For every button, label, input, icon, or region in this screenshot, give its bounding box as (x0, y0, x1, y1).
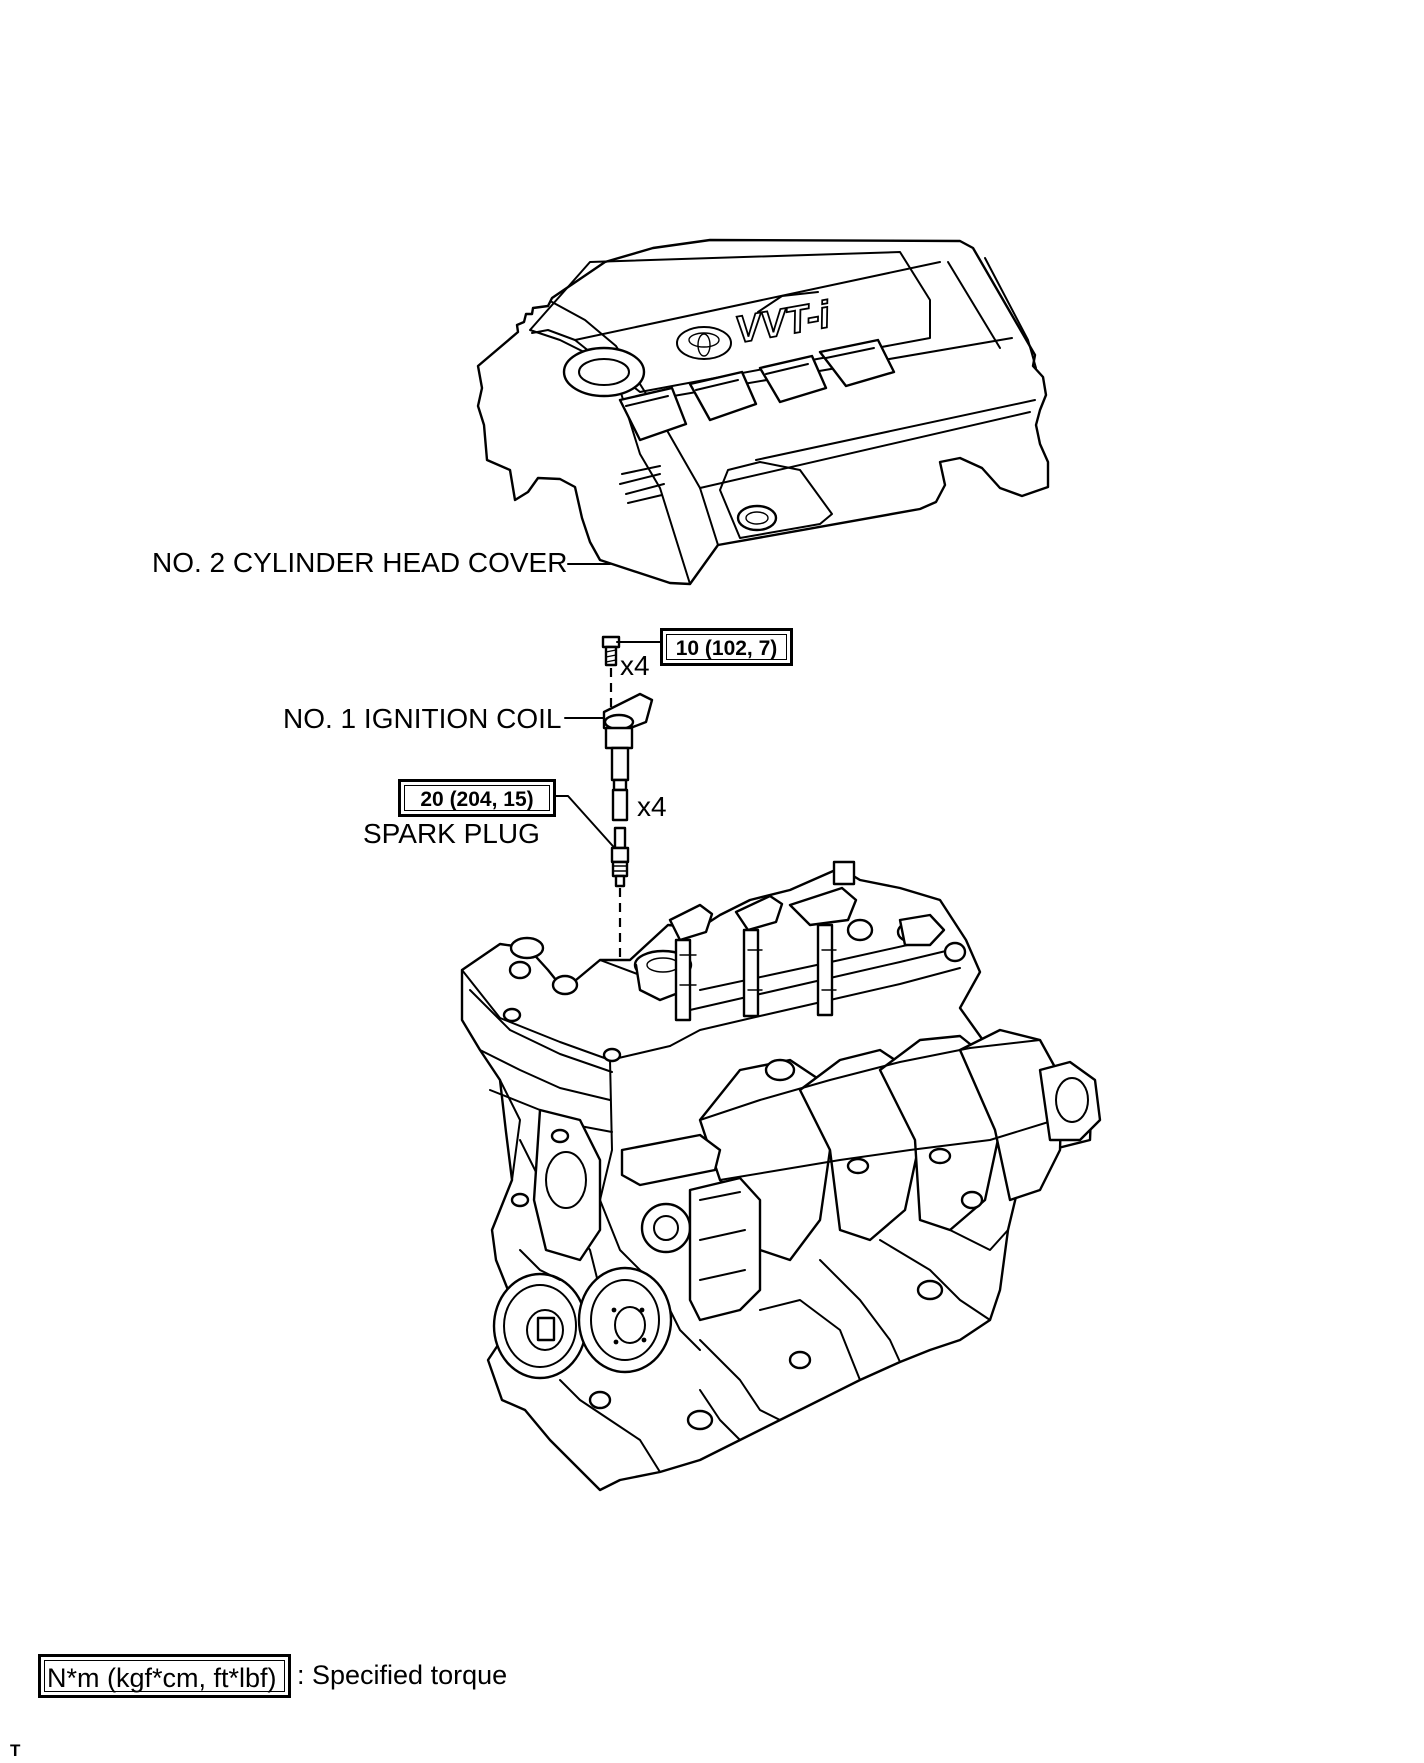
torque-unit-text: N*m (kgf*cm, ft*lbf) (47, 1663, 277, 1693)
legend-box-inner-border (44, 1660, 285, 1692)
plug-leader-line (555, 795, 621, 855)
torque-unit-legend-box: N*m (kgf*cm, ft*lbf) (38, 1654, 291, 1698)
bolt-torque-value: 10 (102, 7) (675, 637, 778, 660)
ignition-coil (602, 692, 654, 822)
engine-assembly (460, 860, 1102, 1492)
cylinder-head-cover-label: NO. 2 CYLINDER HEAD COVER (152, 547, 568, 578)
bolt-quantity-label: x4 (620, 650, 650, 681)
crankshaft-pulley (492, 1272, 588, 1380)
intake-manifold (698, 1028, 1064, 1262)
coil-quantity-label: x4 (637, 791, 667, 822)
ignition-coil-label: NO. 1 IGNITION COIL (283, 703, 562, 734)
spark-plug-torque-value: 20 (204, 15) (420, 788, 534, 811)
installed-ignition-coils (668, 886, 858, 1022)
legend-description: : Specified torque (297, 1660, 508, 1690)
spark-plug-torque-box: 20 (204, 15) (398, 779, 556, 817)
water-pump-pulley (577, 1266, 673, 1374)
spark-plug-label: SPARK PLUG (363, 818, 540, 849)
spark-plug (610, 826, 630, 888)
corner-code: T (10, 1741, 21, 1760)
toyota-emblem-icon (676, 326, 732, 360)
cylinder-head-cover: VVT-i (476, 238, 1050, 586)
bolt-torque-box-inner-border (666, 634, 787, 660)
plug-torque-box-inner-border (404, 785, 550, 811)
bolt-torque-box: 10 (102, 7) (660, 628, 793, 666)
